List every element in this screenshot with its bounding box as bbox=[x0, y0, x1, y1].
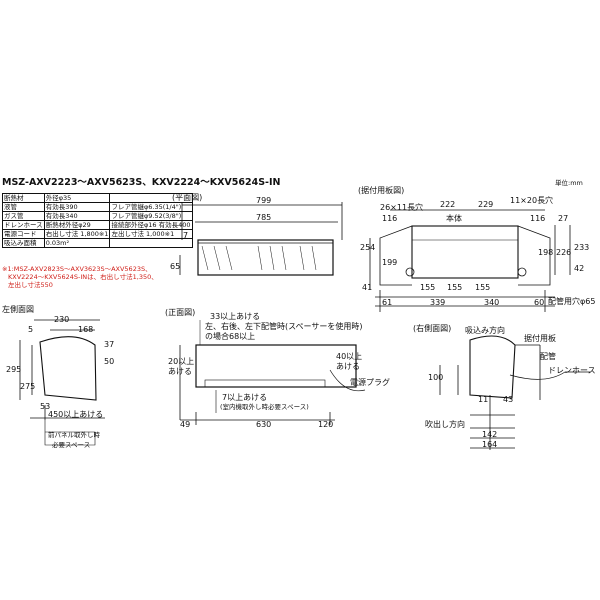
bracket-slot-1: 26×11長穴 bbox=[380, 203, 424, 212]
bracket-dim: 229 bbox=[478, 200, 494, 209]
plan-dim-785: 785 bbox=[256, 213, 272, 222]
left-dim: 295 bbox=[6, 365, 22, 374]
model-title: MSZ-AXV2223～AXV5623S、KXV2224～KXV5624S-IN bbox=[2, 177, 281, 188]
bracket-dim: 339 bbox=[430, 298, 446, 307]
front-view-label: (正面図) bbox=[165, 308, 196, 317]
bracket-dim: 41 bbox=[362, 283, 373, 292]
plan-view-label: (平面図) bbox=[172, 193, 203, 202]
front-left-space: あける bbox=[168, 367, 192, 376]
right-dim: 164 bbox=[482, 440, 498, 449]
front-right-space: あける bbox=[336, 362, 360, 371]
left-dim: 230 bbox=[54, 315, 70, 324]
front-dim: 120 bbox=[318, 420, 334, 429]
left-callout: 必要スペース bbox=[52, 441, 91, 449]
plan-dim-65: 65 bbox=[170, 262, 181, 271]
front-right-space: 40以上 bbox=[336, 352, 363, 361]
bracket-dim: 116 bbox=[530, 214, 546, 223]
left-dim: 168 bbox=[78, 325, 94, 334]
bracket-slot-2: 11×20長穴 bbox=[510, 196, 554, 205]
right-dim: 11 bbox=[478, 395, 489, 404]
outlet-direction-label: 吹出し方向 bbox=[425, 420, 465, 429]
power-plug-label: 電源プラグ bbox=[350, 378, 390, 387]
front-bottom-note: 7以上あける bbox=[222, 393, 268, 402]
left-dim: 275 bbox=[20, 382, 36, 391]
left-dim: 37 bbox=[104, 340, 115, 349]
front-bottom-note: (室内機取外し時必要スペース) bbox=[220, 403, 309, 411]
unit-label: 単位:mm bbox=[555, 179, 583, 187]
right-dim: 100 bbox=[428, 373, 444, 382]
bracket-hole-label: 配管用穴φ65 bbox=[548, 297, 596, 306]
bracket-dim: 226 bbox=[556, 248, 572, 257]
bracket-dim: 233 bbox=[574, 243, 590, 252]
bracket-dim: 155 bbox=[447, 283, 463, 292]
bracket-body-label: 本体 bbox=[446, 214, 462, 223]
right-view-label: (右側面図) bbox=[413, 324, 452, 333]
front-top-note: の場合68以上 bbox=[205, 332, 256, 341]
left-view-label: 左側面図 bbox=[2, 305, 34, 314]
bracket-dim: 27 bbox=[558, 214, 569, 223]
bracket-dim: 155 bbox=[475, 283, 491, 292]
note-line-3: 左出し寸法550 bbox=[8, 281, 53, 289]
bracket-dim: 155 bbox=[420, 283, 436, 292]
bracket-dim: 42 bbox=[574, 264, 585, 273]
left-dim: 5 bbox=[28, 325, 34, 334]
right-dim: 43 bbox=[503, 395, 514, 404]
left-dim: 53 bbox=[40, 402, 51, 411]
front-dim: 630 bbox=[256, 420, 272, 429]
bracket-dim: 222 bbox=[440, 200, 456, 209]
bracket-dim: 254 bbox=[360, 243, 376, 252]
right-dim: 142 bbox=[482, 430, 498, 439]
note-line-1: ※1:MSZ-AXV2823S～AXV3623S～AXV5623S、 bbox=[2, 265, 152, 273]
drain-hose-label: ドレンホース bbox=[548, 366, 596, 375]
intake-direction-label: 吸込み方向 bbox=[465, 326, 505, 335]
piping-label: 配管 bbox=[540, 352, 556, 361]
note-line-2: KXV2224～KXV5624S-INは、右出し寸法1,350、 bbox=[8, 273, 158, 281]
plan-dim-7: 7 bbox=[183, 231, 189, 240]
bracket-label: 据付用板 bbox=[524, 334, 556, 343]
bracket-dim: 199 bbox=[382, 258, 398, 267]
left-dim: 450以上あける bbox=[48, 410, 104, 419]
front-dim: 49 bbox=[180, 420, 191, 429]
left-callout: 前パネル取外し時 bbox=[48, 431, 100, 439]
bracket-view-label: (据付用板図) bbox=[358, 186, 405, 195]
bracket-dim: 61 bbox=[382, 298, 393, 307]
bracket-dim: 340 bbox=[484, 298, 500, 307]
bracket-dim: 198 bbox=[538, 248, 554, 257]
bracket-dim: 116 bbox=[382, 214, 398, 223]
front-top-note: 左、右後、左下配管時(スペーサーを使用時) bbox=[205, 322, 363, 331]
bracket-dim: 60 bbox=[534, 298, 545, 307]
front-top-note: 33以上あける bbox=[210, 312, 261, 321]
plan-dim-799: 799 bbox=[256, 196, 272, 205]
left-dim: 50 bbox=[104, 357, 115, 366]
front-left-space: 20以上 bbox=[168, 357, 195, 366]
